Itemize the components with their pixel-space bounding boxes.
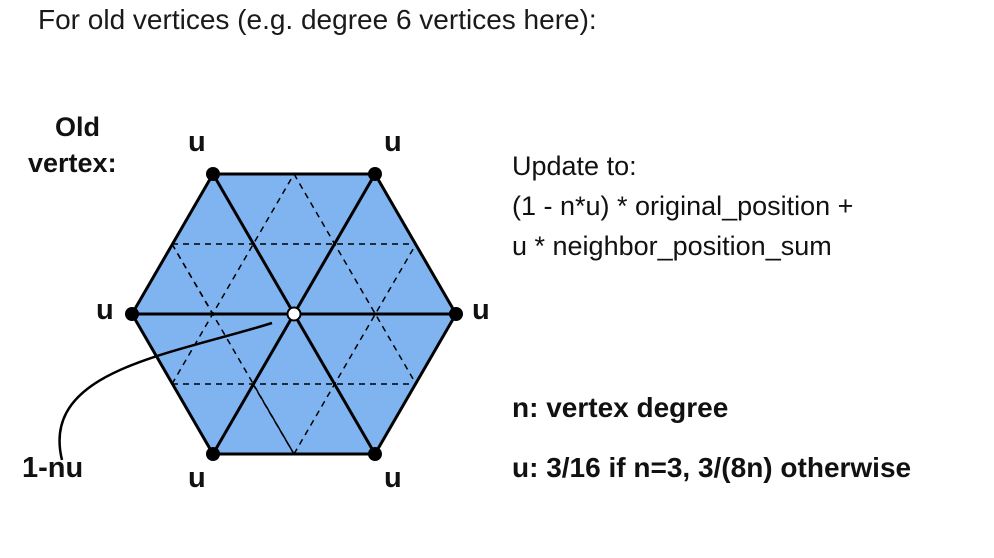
neighbor-vertex <box>368 447 382 461</box>
update-rule: Update to: (1 - n*u) * original_position… <box>512 146 853 266</box>
neighbor-vertex <box>206 167 220 181</box>
neighbor-vertices <box>125 167 463 461</box>
center-weight-label: 1-nu <box>22 452 84 484</box>
neighbor-weight-label: u <box>472 294 490 326</box>
definition-n: n: vertex degree <box>512 392 729 423</box>
neighbor-vertex <box>125 307 139 321</box>
update-rule-line2: (1 - n*u) * original_position + <box>512 191 854 221</box>
old-vertex-title-line2: vertex: <box>28 148 117 178</box>
neighbor-weight-label: u <box>188 462 206 494</box>
update-rule-line3: u * neighbor_position_sum <box>512 231 832 261</box>
update-rule-line1: Update to: <box>512 151 637 181</box>
neighbor-vertex <box>206 447 220 461</box>
neighbor-vertex <box>449 307 463 321</box>
center-weight-pointer <box>58 321 273 461</box>
neighbor-weight-label: u <box>384 126 402 158</box>
old-vertex-center <box>286 306 302 322</box>
definition-u: u: 3/16 if n=3, 3/(8n) otherwise <box>512 452 912 483</box>
page-heading: For old vertices (e.g. degree 6 vertices… <box>38 4 597 35</box>
old-vertex-title-line1: Old <box>55 112 100 142</box>
neighbor-vertex <box>368 167 382 181</box>
neighbor-weight-label: u <box>96 294 114 326</box>
neighbor-weight-label: u <box>384 462 402 494</box>
neighbor-weight-label: u <box>188 126 206 158</box>
